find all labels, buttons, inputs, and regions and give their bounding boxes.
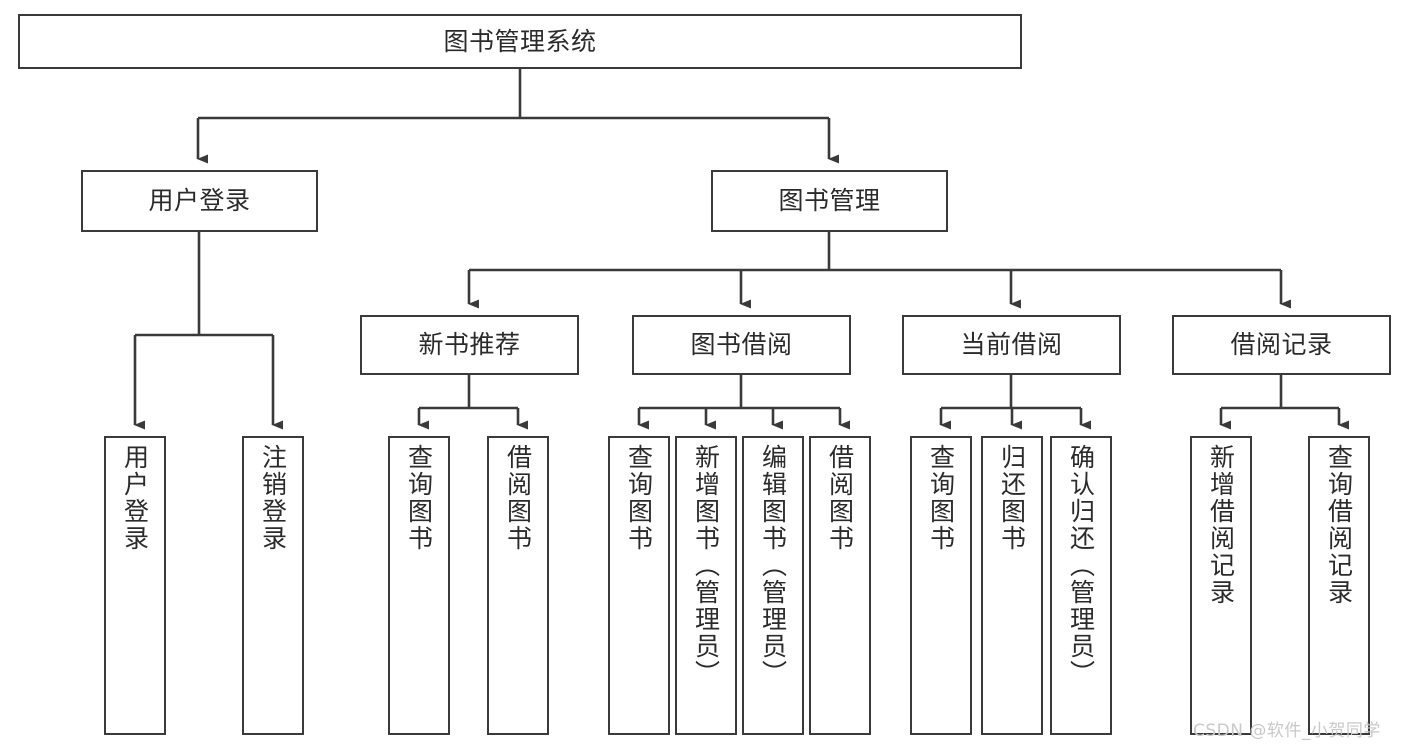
node-leaf-query-book-3-label: 查询图书 [926,444,956,552]
node-borrow-record[interactable]: 借阅记录 [1172,315,1391,375]
node-leaf-add-book[interactable]: 新增图书（管理员） [675,436,737,735]
node-leaf-user-login[interactable]: 用户登录 [104,436,166,735]
node-leaf-query-book-1[interactable]: 查询图书 [388,436,450,735]
node-leaf-query-record[interactable]: 查询借阅记录 [1308,436,1370,735]
node-leaf-return-book-label: 归还图书 [997,444,1027,552]
node-leaf-borrow-book-1-label: 借阅图书 [503,444,533,552]
node-leaf-logout-label: 注销登录 [258,444,288,552]
node-book-manage[interactable]: 图书管理 [711,170,948,232]
node-leaf-return-book[interactable]: 归还图书 [981,436,1043,735]
node-leaf-edit-book[interactable]: 编辑图书（管理员） [742,436,804,735]
node-new-book-recommend[interactable]: 新书推荐 [360,315,579,375]
node-leaf-add-book-label: 新增图书（管理员） [691,444,721,687]
node-leaf-logout[interactable]: 注销登录 [242,436,304,735]
node-user-login[interactable]: 用户登录 [81,170,318,232]
node-leaf-confirm-return-label: 确认归还（管理员） [1066,444,1096,687]
node-leaf-query-book-3[interactable]: 查询图书 [910,436,972,735]
node-leaf-borrow-book-1[interactable]: 借阅图书 [487,436,549,735]
node-book-borrow[interactable]: 图书借阅 [632,315,851,375]
node-borrow-record-label: 借阅记录 [1230,330,1333,359]
node-leaf-query-record-label: 查询借阅记录 [1324,444,1354,606]
node-current-borrow[interactable]: 当前借阅 [902,315,1121,375]
node-leaf-user-login-label: 用户登录 [120,444,150,552]
node-leaf-add-record[interactable]: 新增借阅记录 [1190,436,1252,735]
node-leaf-edit-book-label: 编辑图书（管理员） [758,444,788,687]
node-root-label: 图书管理系统 [443,26,597,56]
node-current-borrow-label: 当前借阅 [960,330,1063,359]
csdn-watermark: CSDN @软件_小贺同学 [1193,721,1381,741]
node-leaf-borrow-book-2-label: 借阅图书 [825,444,855,552]
node-leaf-query-book-2-label: 查询图书 [624,444,654,552]
node-leaf-add-record-label: 新增借阅记录 [1206,444,1236,606]
node-leaf-confirm-return[interactable]: 确认归还（管理员） [1050,436,1112,735]
node-new-book-recommend-label: 新书推荐 [418,330,521,359]
node-book-manage-label: 图书管理 [778,186,881,215]
node-leaf-query-book-2[interactable]: 查询图书 [608,436,670,735]
node-root[interactable]: 图书管理系统 [18,14,1022,69]
node-book-borrow-label: 图书借阅 [690,330,793,359]
node-leaf-query-book-1-label: 查询图书 [404,444,434,552]
node-user-login-label: 用户登录 [148,186,251,215]
node-leaf-borrow-book-2[interactable]: 借阅图书 [809,436,871,735]
